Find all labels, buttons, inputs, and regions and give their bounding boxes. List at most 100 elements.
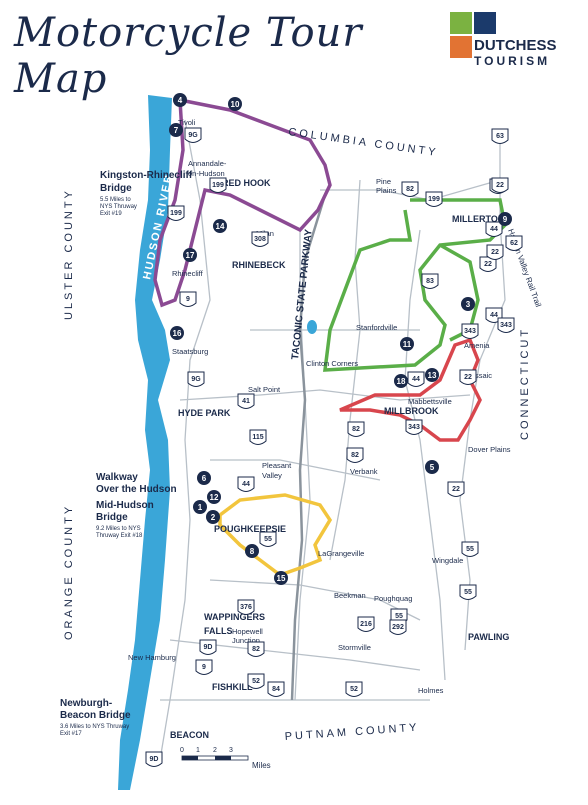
- logo-line1: DUTCHESS: [474, 37, 557, 54]
- tour-stop-marker: 18: [394, 374, 408, 388]
- town-minor-label: Rhinecliff: [172, 269, 204, 278]
- bridge-name: Mid-Hudson: [96, 500, 154, 511]
- tour-stop-marker: 6: [197, 471, 211, 485]
- town-major-label: RED HOOK: [222, 178, 271, 188]
- stop-number: 7: [174, 126, 179, 135]
- minor-towns: TivoliAnnandale-on-HudsonMilanRhinecliff…: [128, 118, 511, 695]
- route-shield: 199: [167, 205, 185, 221]
- route-shield: 22: [486, 244, 504, 260]
- town-minor-label: Stormville: [338, 643, 371, 652]
- town-major-label: FISHKILL: [212, 682, 253, 692]
- town-major-label: MILLBROOK: [384, 406, 439, 416]
- route-number: 9: [186, 296, 190, 303]
- bridge-mid-hudson: Mid-Hudson Bridge 9.2 Miles to NYS Thruw…: [96, 500, 154, 539]
- route-number: 82: [406, 186, 414, 193]
- town-minor-label: Clinton Corners: [306, 359, 358, 368]
- town-major-label: MILLERTON: [452, 214, 504, 224]
- route-shield: 343: [461, 323, 479, 339]
- route-shield: 9G: [184, 127, 202, 143]
- tour-stop-marker: 9: [498, 212, 512, 226]
- route-shield: 199: [425, 191, 443, 207]
- stop-number: 18: [397, 377, 406, 386]
- route-shield: 292: [389, 619, 407, 635]
- tour-stop-marker: 1: [193, 500, 207, 514]
- stop-number: 1: [198, 503, 203, 512]
- route-number: 22: [464, 374, 472, 381]
- bridge-note: 9.2 Miles to NYS: [96, 526, 141, 532]
- town-minor-label: Pine: [376, 177, 391, 186]
- route-shield: 22: [447, 481, 465, 497]
- route-shield: 9D: [145, 751, 163, 767]
- route-number: 52: [350, 686, 358, 693]
- route-number: 9D: [204, 644, 213, 651]
- stop-number: 9: [503, 215, 508, 224]
- dutchess-tourism-logo: DUTCHESS TOURISM: [450, 12, 580, 82]
- town-major-label: WAPPINGERS: [204, 612, 265, 622]
- tour-stop-marker: 3: [461, 297, 475, 311]
- scale-unit: Miles: [252, 761, 271, 770]
- bridge-name: Newburgh-: [60, 698, 112, 709]
- route-number: 44: [242, 481, 250, 488]
- tour-stop-marker: 17: [183, 248, 197, 262]
- route-shield: 343: [497, 317, 515, 333]
- map-title: Motorcycle Tour Map: [14, 10, 363, 102]
- bridge-note: Thruway Exit #18: [96, 533, 143, 539]
- route-shield: 55: [459, 584, 477, 600]
- town-minor-label: Staatsburg: [172, 347, 208, 356]
- route-shield: 83: [421, 273, 439, 289]
- scale-tick: 0: [180, 747, 184, 754]
- town-major-label: HYDE PARK: [178, 408, 231, 418]
- tour-stop-marker: 11: [400, 337, 414, 351]
- bridge-note: Exit #17: [60, 731, 82, 737]
- town-minor-label: Dover Plains: [468, 445, 511, 454]
- tour-stop-marker: 12: [207, 490, 221, 504]
- route-number: 9G: [191, 376, 201, 383]
- town-minor-label: Hopewell: [232, 627, 263, 636]
- hudson-river: [118, 95, 172, 790]
- lake: [307, 320, 317, 334]
- stop-number: 14: [216, 222, 225, 231]
- town-major-label: PAWLING: [468, 632, 509, 642]
- route-shield: 82: [247, 641, 265, 657]
- stop-number: 13: [428, 371, 437, 380]
- bridge-note: 3.6 Miles to NYS Thruway: [60, 724, 129, 730]
- putnam-county-label: PUTNAM COUNTY: [284, 722, 419, 743]
- route-shield: 199: [209, 177, 227, 193]
- route-number: 55: [464, 589, 472, 596]
- scale-tick: 2: [213, 747, 217, 754]
- route-shield: 55: [461, 541, 479, 557]
- route-number: 22: [496, 182, 504, 189]
- bridge-name: Walkway: [96, 472, 138, 483]
- route-number: 83: [426, 278, 434, 285]
- route-shield: 52: [247, 673, 265, 689]
- tour-stop-marker: 5: [425, 460, 439, 474]
- bridge-name: Beacon Bridge: [60, 710, 131, 721]
- route-number: 343: [464, 328, 476, 335]
- connecticut-label: CONNECTICUT: [519, 327, 531, 440]
- stop-number: 3: [466, 300, 471, 309]
- route-shield: 41: [237, 393, 255, 409]
- feather-icon: [474, 12, 496, 34]
- route-shield: 22: [479, 256, 497, 272]
- town-minor-label: Junction: [232, 636, 260, 645]
- route-shield: 9: [195, 659, 213, 675]
- route-number: 343: [408, 424, 420, 431]
- route-shield: 9: [179, 291, 197, 307]
- town-minor-label: LaGrangeville: [318, 549, 364, 558]
- route-number: 308: [254, 236, 266, 243]
- route-number: 55: [395, 613, 403, 620]
- logo-line2: TOURISM: [474, 54, 551, 68]
- tour-stop-marker: 8: [245, 544, 259, 558]
- tour-stop-marker: 14: [213, 219, 227, 233]
- bridge-newburgh: Newburgh- Beacon Bridge 3.6 Miles to NYS…: [60, 698, 131, 737]
- town-minor-label: Amenia: [464, 341, 490, 350]
- town-minor-label: Wingdale: [432, 556, 463, 565]
- route-number: 52: [252, 678, 260, 685]
- route-shield: 82: [401, 181, 419, 197]
- route-number: 62: [510, 240, 518, 247]
- stop-number: 10: [231, 100, 240, 109]
